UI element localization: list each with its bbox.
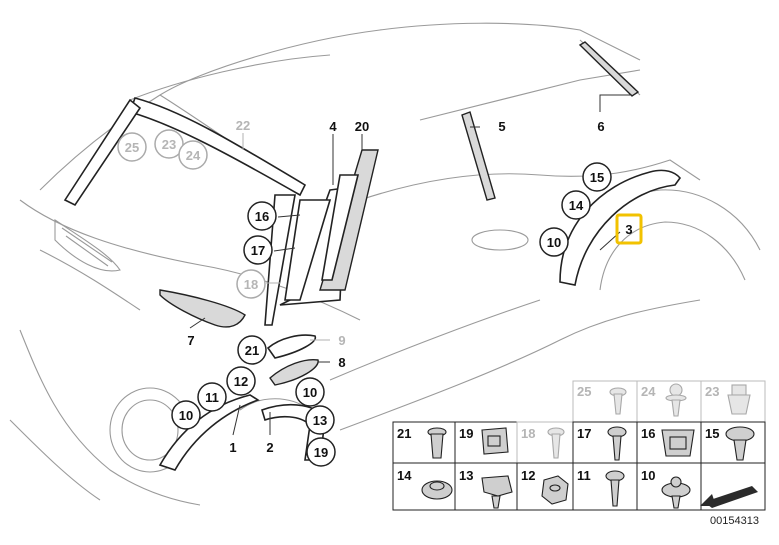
callouts: 25 23 24 16 17 18 21 12 11 10 10 13 19 1… <box>117 129 612 467</box>
callout-8: 8 <box>338 355 345 370</box>
leader-lines <box>189 94 632 436</box>
table-label-25: 25 <box>577 384 591 399</box>
callout-15: 15 <box>590 170 604 185</box>
screw-icon <box>605 470 625 507</box>
push-pin-icon <box>661 476 691 509</box>
hood-scoop-grille <box>159 289 246 328</box>
front-fender-flare <box>158 394 260 471</box>
table-label-18: 18 <box>521 426 535 441</box>
callout-10-wheel-arch: 10 <box>303 385 317 400</box>
rear-wheel-arch-flare <box>559 169 682 286</box>
callout-4: 4 <box>329 119 337 134</box>
callout-20: 20 <box>355 119 369 134</box>
diagram-number: 00154313 <box>710 515 759 527</box>
callout-1: 1 <box>229 440 236 455</box>
expanding-rivet-icon <box>725 426 755 461</box>
expanding-rivet-icon <box>427 427 447 459</box>
callout-2: 2 <box>266 440 273 455</box>
callout-21: 21 <box>245 343 259 358</box>
callout-19: 19 <box>314 445 328 460</box>
hex-nut-icon <box>541 475 569 505</box>
square-clip-icon <box>481 427 509 455</box>
push-pin-icon <box>665 383 687 417</box>
screw-icon <box>609 387 627 415</box>
callout-3: 3 <box>625 222 632 237</box>
roof-rail-trim <box>578 41 640 97</box>
windshield-seal <box>128 97 307 197</box>
plain-labels: 22 4 20 5 6 7 9 8 1 2 3 <box>187 118 643 455</box>
callout-13: 13 <box>313 413 327 428</box>
callout-10-front: 10 <box>179 408 193 423</box>
callout-12: 12 <box>234 374 248 389</box>
clip-icon <box>481 475 513 509</box>
table-label-11: 11 <box>577 468 591 483</box>
table-label-15: 15 <box>705 426 719 441</box>
round-grommet-icon <box>421 480 453 500</box>
clip-icon <box>727 384 751 415</box>
parts-table: 25 24 23 21 19 18 17 16 15 14 13 12 11 1… <box>392 380 766 511</box>
callout-16: 16 <box>255 209 269 224</box>
callout-25: 25 <box>125 140 139 155</box>
callout-11: 11 <box>205 390 219 405</box>
table-label-10: 10 <box>641 468 655 483</box>
direction-arrow-icon <box>700 486 758 508</box>
callout-22: 22 <box>236 118 250 133</box>
table-label-19: 19 <box>459 426 473 441</box>
callout-14: 14 <box>569 198 584 213</box>
table-label-17: 17 <box>577 426 591 441</box>
table-label-21: 21 <box>397 426 411 441</box>
callout-9: 9 <box>338 333 345 348</box>
screw-icon <box>607 426 627 461</box>
table-label-23: 23 <box>705 384 719 399</box>
callout-7: 7 <box>187 333 194 348</box>
callout-23: 23 <box>162 137 176 152</box>
table-label-16: 16 <box>641 426 655 441</box>
table-label-24: 24 <box>641 384 656 399</box>
side-indicator-upper <box>266 334 316 359</box>
callout-24: 24 <box>186 148 201 163</box>
callout-6: 6 <box>597 119 604 134</box>
table-label-13: 13 <box>459 468 473 483</box>
screw-icon <box>547 427 565 459</box>
table-label-12: 12 <box>521 468 535 483</box>
parts <box>63 41 682 471</box>
b-pillar-trim <box>461 111 496 201</box>
highlight-box <box>615 213 643 245</box>
callout-18: 18 <box>244 277 258 292</box>
callout-10-rear: 10 <box>547 235 561 250</box>
callout-17: 17 <box>251 243 265 258</box>
callout-5: 5 <box>498 119 505 134</box>
table-label-14: 14 <box>397 468 412 483</box>
side-indicator-lower <box>269 358 319 386</box>
grommet-nut-icon <box>661 429 695 457</box>
